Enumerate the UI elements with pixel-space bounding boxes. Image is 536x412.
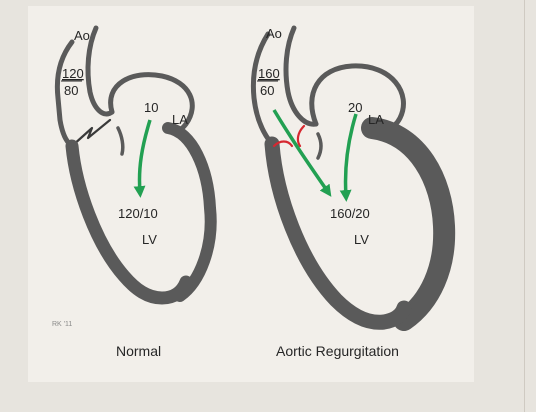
ar-lv-label: LV — [354, 232, 369, 247]
ar-caption: Aortic Regurgitation — [276, 343, 399, 359]
normal-aortic-valve — [70, 118, 112, 148]
normal-lv-lateral-wall — [162, 122, 217, 302]
ar-heart — [250, 25, 456, 331]
normal-lv-label: LV — [142, 232, 157, 247]
ar-aortic-systolic: 160 — [258, 66, 280, 81]
ar-mitral-flow-arrow — [339, 113, 358, 202]
page-edge-rule — [524, 0, 525, 412]
normal-heart — [54, 25, 217, 305]
ar-regurgitant-flow-arrow — [272, 109, 332, 197]
artist-signature: RK '11 — [52, 321, 72, 328]
ar-regurgitant-mark-left — [272, 140, 294, 148]
normal-aortic-systolic: 120 — [62, 66, 84, 81]
normal-aorta-right-wall — [85, 25, 115, 117]
ar-regurgitant-mark-right — [296, 124, 306, 148]
ar-mitral-leaflet — [316, 132, 323, 160]
normal-aortic-diastolic: 80 — [64, 83, 78, 98]
ar-aorta-right-wall — [283, 25, 319, 127]
normal-caption: Normal — [116, 343, 161, 359]
normal-aorta-left-wall — [54, 39, 75, 149]
normal-la-label: LA — [172, 112, 188, 127]
ar-la-label: LA — [368, 112, 384, 127]
normal-mitral-flow-arrow — [133, 119, 152, 198]
normal-lv-septal-wall — [65, 139, 193, 305]
normal-la-pressure: 10 — [144, 100, 158, 115]
ar-la-pressure: 20 — [348, 100, 362, 115]
normal-lv-pressure: 120/10 — [118, 206, 158, 221]
normal-aorta-label: Ao — [74, 28, 90, 43]
ar-lv-pressure: 160/20 — [330, 206, 370, 221]
ar-aorta-left-wall — [250, 31, 275, 147]
ar-lv-septal-wall — [264, 136, 412, 330]
ar-aorta-label: Ao — [266, 26, 282, 41]
ar-aortic-diastolic: 60 — [260, 83, 274, 98]
ar-lv-lateral-wall — [361, 117, 456, 331]
normal-mitral-leaflet — [116, 126, 125, 156]
